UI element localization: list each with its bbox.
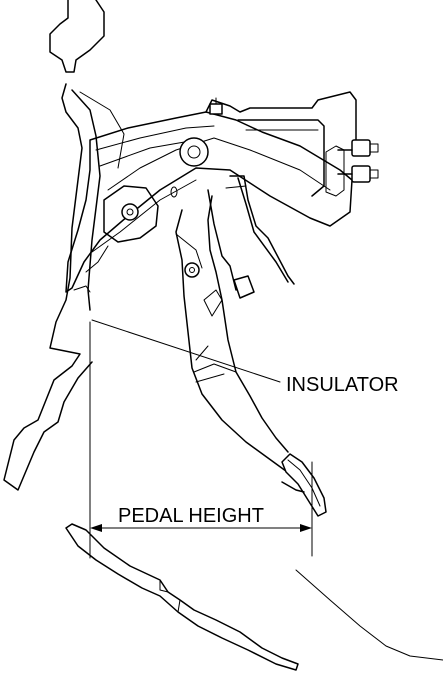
floor-panel [65,523,443,671]
pedal-arm [175,195,301,485]
mounting-bracket [205,91,379,197]
pedal-pivot [121,137,209,221]
pedal-pad [281,453,327,517]
insulator-label: INSULATOR [286,374,399,396]
dimension-arrow-left [90,524,102,532]
pedal-height-dimension [89,321,313,559]
dimension-arrow-right [300,524,312,532]
pedal-height-label: PEDAL HEIGHT [118,505,264,527]
pedal-rod [207,175,295,299]
dash-panel [3,0,125,491]
pedal-bracket [65,111,353,293]
insulator-leader-line [91,319,281,383]
